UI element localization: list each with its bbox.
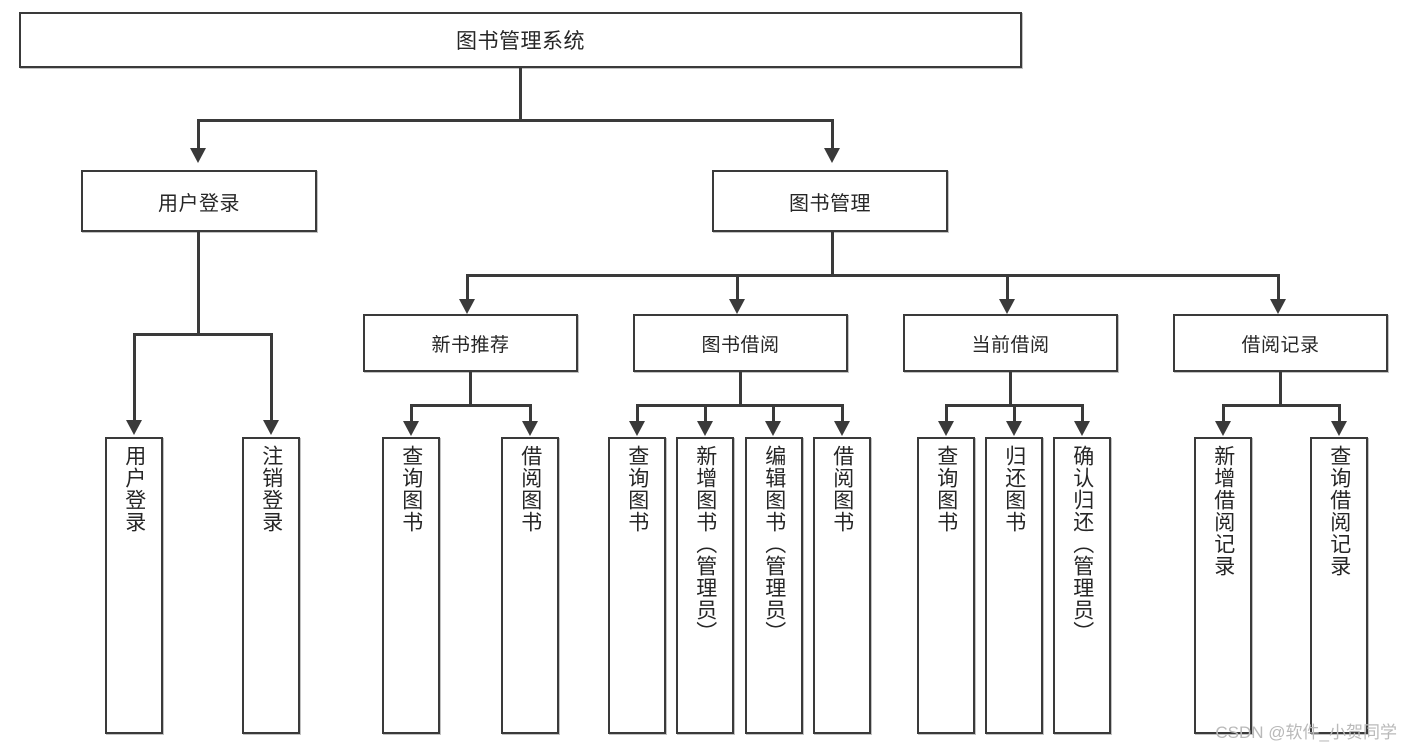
edge-borrow-l2 (704, 404, 707, 422)
node-label: 归还图书 (1002, 445, 1026, 533)
node-current-borrow[interactable]: 当前借阅 (903, 314, 1118, 372)
edge-borrow-bus (636, 404, 844, 407)
arrow-records-leaf-2 (1331, 421, 1347, 436)
edge-records-stem (1279, 372, 1282, 406)
arrow-borrow-leaf-2 (697, 421, 713, 436)
arrow-to-borrow-records (1270, 299, 1286, 314)
edge-bookmgmt-stem (831, 232, 834, 276)
edge-current-l1 (945, 404, 948, 422)
node-label: 新书推荐 (431, 334, 510, 356)
node-label: 用户登录 (122, 445, 146, 533)
node-borrow-books[interactable]: 图书借阅 (633, 314, 848, 372)
leaf-borrow-query-book[interactable]: 查询图书 (608, 437, 666, 734)
edge-root-stem (519, 68, 522, 121)
arrow-to-borrow-books (729, 299, 745, 314)
arrow-newbooks-leaf-2 (522, 421, 538, 436)
edge-current-stem (1009, 372, 1012, 406)
edge-borrow-l3 (772, 404, 775, 422)
arrow-records-leaf-1 (1215, 421, 1231, 436)
leaf-newbooks-borrow-book[interactable]: 借阅图书 (501, 437, 559, 734)
edge-userlogin-left (133, 333, 136, 421)
edge-userlogin-stem (197, 232, 200, 335)
leaf-current-return-book[interactable]: 归还图书 (985, 437, 1043, 734)
arrow-to-current-borrow (999, 299, 1015, 314)
node-label: 当前借阅 (971, 334, 1050, 356)
edge-current-l3 (1081, 404, 1084, 422)
leaf-records-add-record[interactable]: 新增借阅记录 (1194, 437, 1252, 734)
node-label: 图书管理 (789, 192, 871, 215)
edge-newbooks-l2 (529, 404, 532, 422)
node-label: 用户登录 (158, 192, 240, 215)
edge-records-bus (1222, 404, 1341, 407)
edge-userlogin-right (270, 333, 273, 421)
node-label: 确认归还（管理员） (1070, 445, 1094, 643)
edge-bookmgmt-to-newbooks (466, 274, 469, 300)
node-user-login[interactable]: 用户登录 (81, 170, 317, 232)
edge-userlogin-bus (133, 333, 273, 336)
edge-newbooks-l1 (410, 404, 413, 422)
leaf-current-query-book[interactable]: 查询图书 (917, 437, 975, 734)
csdn-watermark: CSDN @软件_小贺同学 (1215, 723, 1397, 742)
leaf-borrow-add-book-admin[interactable]: 新增图书（管理员） (676, 437, 734, 734)
node-label: 查询借阅记录 (1327, 445, 1351, 577)
edge-root-to-tier1-left (197, 119, 200, 149)
arrow-current-leaf-2 (1006, 421, 1022, 436)
node-label: 编辑图书（管理员） (762, 445, 786, 643)
node-label: 查询图书 (625, 445, 649, 533)
edge-records-l1 (1222, 404, 1225, 422)
edge-bookmgmt-bus (466, 274, 1280, 277)
leaf-logout[interactable]: 注销登录 (242, 437, 300, 734)
arrow-to-user-login (190, 148, 206, 163)
arrow-newbooks-leaf-1 (403, 421, 419, 436)
arrow-to-leaf-logout (263, 420, 279, 435)
edge-current-l2 (1013, 404, 1016, 422)
arrow-to-book-management (824, 148, 840, 163)
leaf-records-query-record[interactable]: 查询借阅记录 (1310, 437, 1368, 734)
node-label: 新增图书（管理员） (693, 445, 717, 643)
node-label: 注销登录 (259, 445, 283, 533)
arrow-current-leaf-3 (1074, 421, 1090, 436)
node-label: 查询图书 (934, 445, 958, 533)
node-borrow-records[interactable]: 借阅记录 (1173, 314, 1388, 372)
node-label: 图书借阅 (701, 334, 780, 356)
edge-borrow-l4 (841, 404, 844, 422)
node-label: 查询图书 (399, 445, 423, 533)
arrow-to-new-books (459, 299, 475, 314)
arrow-borrow-leaf-3 (765, 421, 781, 436)
edge-root-to-tier1-right (831, 119, 834, 149)
node-new-books[interactable]: 新书推荐 (363, 314, 578, 372)
edge-borrow-l1 (636, 404, 639, 422)
node-label: 借阅记录 (1241, 334, 1320, 356)
leaf-current-confirm-return-admin[interactable]: 确认归还（管理员） (1053, 437, 1111, 734)
edge-root-bus (197, 119, 834, 122)
edge-newbooks-stem (469, 372, 472, 406)
node-root-system[interactable]: 图书管理系统 (19, 12, 1022, 68)
node-label: 图书管理系统 (456, 30, 585, 53)
arrow-to-leaf-user-login (126, 420, 142, 435)
leaf-user-login[interactable]: 用户登录 (105, 437, 163, 734)
node-book-management[interactable]: 图书管理 (712, 170, 948, 232)
leaf-newbooks-query-book[interactable]: 查询图书 (382, 437, 440, 734)
edge-newbooks-bus (410, 404, 532, 407)
node-label: 借阅图书 (830, 445, 854, 533)
arrow-borrow-leaf-4 (834, 421, 850, 436)
node-label: 借阅图书 (518, 445, 542, 533)
edge-bookmgmt-to-current (1006, 274, 1009, 300)
edge-borrow-stem (739, 372, 742, 406)
edge-bookmgmt-to-borrow (736, 274, 739, 300)
leaf-borrow-borrow-book[interactable]: 借阅图书 (813, 437, 871, 734)
arrow-current-leaf-1 (938, 421, 954, 436)
node-label: 新增借阅记录 (1211, 445, 1235, 577)
edge-bookmgmt-to-records (1277, 274, 1280, 300)
arrow-borrow-leaf-1 (629, 421, 645, 436)
leaf-borrow-edit-book-admin[interactable]: 编辑图书（管理员） (745, 437, 803, 734)
edge-records-l2 (1338, 404, 1341, 422)
